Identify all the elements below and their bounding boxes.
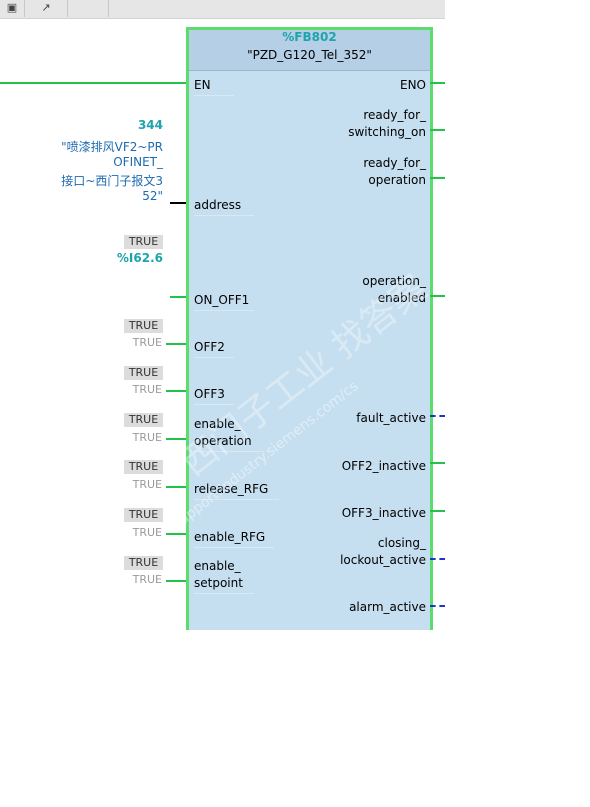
off3-inactive-wire: [430, 510, 445, 512]
block-name[interactable]: "PZD_G120_Tel_352": [247, 48, 372, 62]
fault-active-dashed-wire: [430, 415, 445, 417]
enable-setpoint-value: TRUE: [132, 573, 162, 586]
pin-release-rfg-underline: [194, 499, 279, 500]
eno-wire: [430, 82, 445, 84]
off2-value: TRUE: [132, 336, 162, 349]
pin-ready-switching-line1[interactable]: ready_for_: [363, 108, 426, 122]
pin-closing-lockout-line1[interactable]: closing_: [377, 536, 426, 550]
blank-icon[interactable]: [68, 0, 109, 17]
pin-ready-operation-line1[interactable]: ready_for_: [363, 156, 426, 170]
pin-off2[interactable]: OFF2: [194, 340, 225, 354]
pin-fault-active[interactable]: fault_active: [356, 411, 426, 425]
en-wire: [0, 82, 186, 84]
pin-enable-operation-underline: [194, 451, 264, 452]
pin-operation-enabled-line2[interactable]: enabled: [377, 291, 426, 305]
pin-off3[interactable]: OFF3: [194, 387, 225, 401]
address-tag-line4[interactable]: 52": [142, 189, 163, 203]
pin-alarm-active[interactable]: alarm_active: [349, 600, 426, 614]
pin-enable-operation-line2[interactable]: operation: [194, 434, 252, 448]
enable-rfg-wire: [166, 533, 186, 535]
pin-enable-operation-line1[interactable]: enable_: [194, 417, 241, 431]
pin-on-off1[interactable]: ON_OFF1: [194, 293, 250, 307]
operation-enabled-wire: [430, 295, 445, 297]
editor-toolbar: ▣ ↗: [0, 0, 445, 19]
block-header: %FB802 "PZD_G120_Tel_352": [189, 30, 430, 71]
enable-rfg-value: TRUE: [132, 526, 162, 539]
pin-operation-enabled-line1[interactable]: operation_: [362, 274, 426, 288]
ready-switching-wire: [430, 129, 445, 131]
arrow-icon[interactable]: ↗: [25, 0, 68, 17]
off3-value: TRUE: [132, 383, 162, 396]
block-instance-number[interactable]: %FB802: [282, 30, 337, 44]
pin-en-underline: [194, 95, 234, 96]
pin-enable-rfg[interactable]: enable_RFG: [194, 530, 266, 544]
on-off1-tag[interactable]: %I62.6: [116, 251, 163, 265]
enable-rfg-state-badge: TRUE: [124, 508, 163, 522]
pin-off2-underline: [194, 357, 234, 358]
pin-enable-rfg-underline: [194, 547, 274, 548]
address-tag-line2[interactable]: OFINET_: [113, 155, 163, 169]
off2-state-badge: TRUE: [124, 319, 163, 333]
ready-operation-wire: [430, 177, 445, 179]
enable-operation-state-badge: TRUE: [124, 413, 163, 427]
pin-enable-setpoint-underline: [194, 593, 254, 594]
box-icon[interactable]: ▣: [0, 0, 25, 17]
pin-off3-inactive[interactable]: OFF3_inactive: [341, 506, 426, 520]
enable-operation-value: TRUE: [132, 431, 162, 444]
pin-enable-setpoint-line2[interactable]: setpoint: [194, 576, 243, 590]
pin-off2-inactive[interactable]: OFF2_inactive: [341, 459, 426, 473]
closing-lockout-dashed-wire: [430, 558, 445, 560]
off3-wire: [166, 390, 186, 392]
pin-address[interactable]: address: [194, 198, 242, 212]
pin-on-off1-underline: [194, 310, 254, 311]
on-off1-state-badge: TRUE: [124, 235, 163, 249]
address-wire: [170, 202, 186, 204]
function-block[interactable]: %FB802 "PZD_G120_Tel_352" EN address ON_…: [186, 27, 433, 630]
release-rfg-state-badge: TRUE: [124, 460, 163, 474]
enable-operation-wire: [166, 438, 186, 440]
off2-wire: [166, 343, 186, 345]
off2-inactive-wire: [430, 462, 445, 464]
pin-enable-setpoint-line1[interactable]: enable_: [194, 559, 241, 573]
pin-ready-switching-line2[interactable]: switching_on: [348, 125, 426, 139]
address-tag-line3[interactable]: 接口~西门子报文3: [61, 174, 163, 188]
enable-setpoint-wire: [166, 580, 186, 582]
off3-state-badge: TRUE: [124, 366, 163, 380]
address-tag-line1[interactable]: "喷漆排风VF2~PR: [61, 140, 163, 154]
pin-ready-operation-line2[interactable]: operation: [368, 173, 426, 187]
pin-off3-underline: [194, 404, 234, 405]
pin-closing-lockout-line2[interactable]: lockout_active: [340, 553, 426, 567]
release-rfg-wire: [166, 486, 186, 488]
release-rfg-value: TRUE: [132, 478, 162, 491]
enable-setpoint-state-badge: TRUE: [124, 556, 163, 570]
address-value: 344: [137, 118, 163, 132]
pin-address-underline: [194, 215, 254, 216]
pin-en[interactable]: EN: [194, 78, 211, 92]
alarm-active-dashed-wire: [430, 605, 445, 607]
on-off1-wire: [170, 296, 186, 298]
pin-release-rfg[interactable]: release_RFG: [194, 482, 269, 496]
pin-eno[interactable]: ENO: [399, 78, 426, 92]
